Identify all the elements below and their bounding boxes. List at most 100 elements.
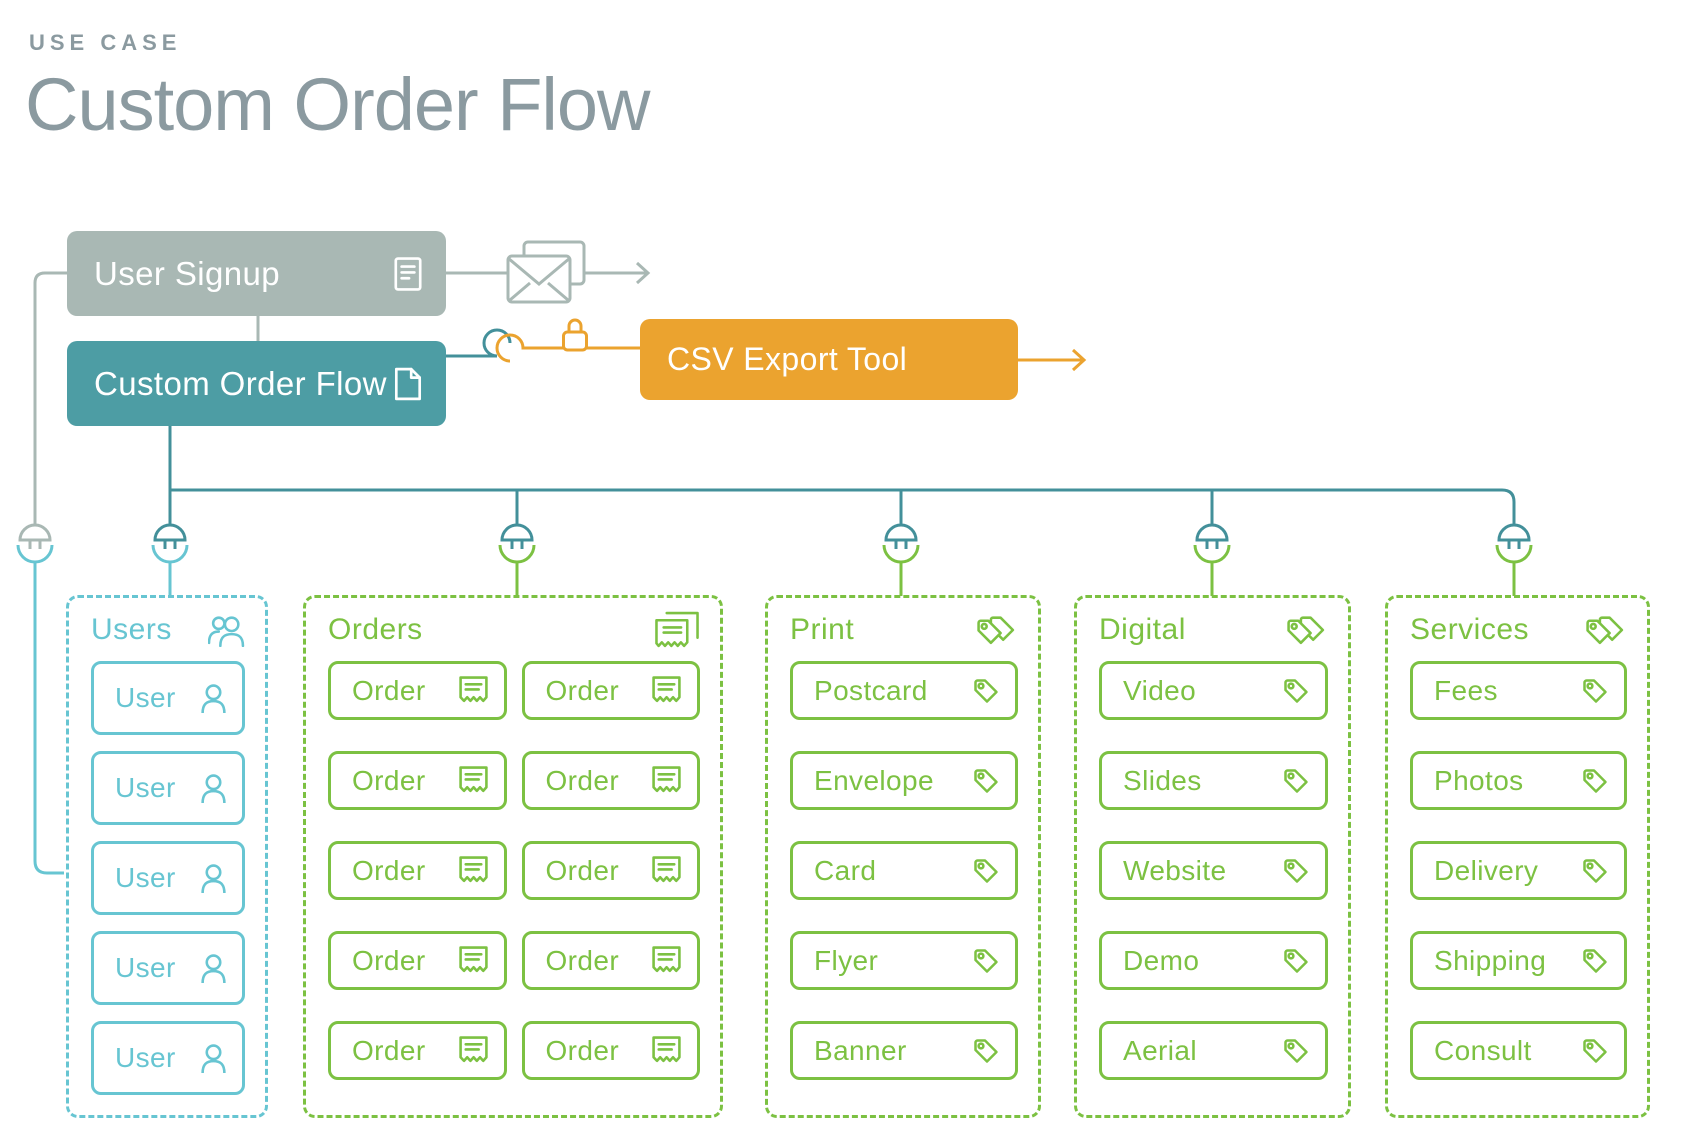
digital-item: Aerial — [1099, 1021, 1328, 1080]
envelope-icon — [506, 240, 586, 304]
item-label: Order — [545, 854, 620, 886]
receipt-icon — [651, 1036, 682, 1065]
tags-icon — [975, 614, 1018, 647]
page-icon — [394, 367, 422, 401]
item-label: User — [115, 862, 176, 893]
tag-icon — [1282, 857, 1310, 885]
item-label: Order — [352, 1034, 426, 1066]
tag-icon — [972, 677, 1000, 705]
tag-icon — [1282, 947, 1310, 975]
column-header: Users — [91, 610, 245, 650]
user-icon — [200, 1043, 227, 1073]
item-label: Slides — [1123, 764, 1202, 796]
item-label: User — [115, 682, 176, 713]
item-label: User — [115, 952, 176, 983]
users-item: User — [91, 931, 245, 1005]
orders-item: Order — [521, 841, 700, 900]
custom-order-flow-label: Custom Order Flow — [94, 364, 387, 402]
item-label: User — [115, 1042, 176, 1073]
orders-item: Order — [521, 751, 700, 810]
orders-item: Order — [328, 1021, 507, 1080]
tag-icon — [972, 767, 1000, 795]
item-label: Flyer — [814, 944, 879, 976]
item-label: Order — [352, 944, 426, 976]
orders-item: Order — [521, 931, 700, 990]
form-icon — [394, 256, 422, 291]
services-item: Consult — [1410, 1021, 1627, 1080]
tag-icon — [1581, 857, 1609, 885]
column-header: Services — [1410, 610, 1627, 650]
user-icon — [200, 773, 227, 803]
lock-icon — [562, 318, 588, 352]
users-item: User — [91, 661, 245, 735]
services-item: Fees — [1410, 661, 1627, 720]
digital-item: Video — [1099, 661, 1328, 720]
item-label: Aerial — [1123, 1034, 1197, 1066]
user-icon — [200, 953, 227, 983]
tag-icon — [1282, 1037, 1310, 1065]
item-label: Demo — [1123, 944, 1200, 976]
item-label: Order — [545, 674, 620, 706]
item-label: Order — [352, 854, 426, 886]
item-label: Order — [545, 944, 620, 976]
csv-export-tool-label: CSV Export Tool — [667, 341, 908, 377]
item-label: Order — [545, 1034, 620, 1066]
receipt-icon — [458, 946, 489, 975]
users-item: User — [91, 751, 245, 825]
services-item: Photos — [1410, 751, 1627, 810]
orders-item: Order — [328, 931, 507, 990]
column-title: Users — [91, 613, 172, 646]
item-label: Order — [352, 674, 426, 706]
receipts-icon — [654, 611, 700, 650]
user-icon — [200, 863, 227, 893]
item-label: Consult — [1434, 1034, 1532, 1066]
custom-order-flow-node: Custom Order Flow — [67, 341, 446, 426]
column-header: Print — [790, 610, 1018, 650]
item-label: User — [115, 772, 176, 803]
digital-item: Website — [1099, 841, 1328, 900]
services-item: Shipping — [1410, 931, 1627, 990]
orders-item: Order — [328, 661, 507, 720]
users-item: User — [91, 841, 245, 915]
receipt-icon — [458, 1036, 489, 1065]
hook-icon — [482, 328, 536, 363]
receipt-icon — [651, 856, 682, 885]
eyebrow-label: USE CASE — [29, 30, 182, 55]
column-title: Print — [790, 613, 855, 646]
column-title: Digital — [1099, 613, 1186, 646]
item-label: Card — [814, 854, 877, 886]
user-signup-node: User Signup — [67, 231, 446, 316]
users-item: User — [91, 1021, 245, 1095]
receipt-icon — [651, 676, 682, 705]
tag-icon — [1581, 767, 1609, 795]
item-label: Envelope — [814, 764, 934, 796]
item-label: Fees — [1434, 674, 1498, 706]
receipt-icon — [651, 766, 682, 795]
services-item: Delivery — [1410, 841, 1627, 900]
item-label: Delivery — [1434, 854, 1539, 886]
receipt-icon — [458, 766, 489, 795]
tag-icon — [1282, 767, 1310, 795]
item-label: Postcard — [814, 674, 928, 706]
item-label: Photos — [1434, 764, 1524, 796]
tags-icon — [1285, 614, 1328, 647]
item-label: Video — [1123, 674, 1197, 706]
receipt-icon — [458, 856, 489, 885]
orders-item: Order — [521, 1021, 700, 1080]
print-item: Banner — [790, 1021, 1018, 1080]
orders-item: Order — [328, 841, 507, 900]
orders-item: Order — [521, 661, 700, 720]
tag-icon — [1581, 1037, 1609, 1065]
digital-item: Demo — [1099, 931, 1328, 990]
print-item: Envelope — [790, 751, 1018, 810]
tag-icon — [1581, 677, 1609, 705]
user-icon — [200, 683, 227, 713]
receipt-icon — [458, 676, 489, 705]
receipt-icon — [651, 946, 682, 975]
